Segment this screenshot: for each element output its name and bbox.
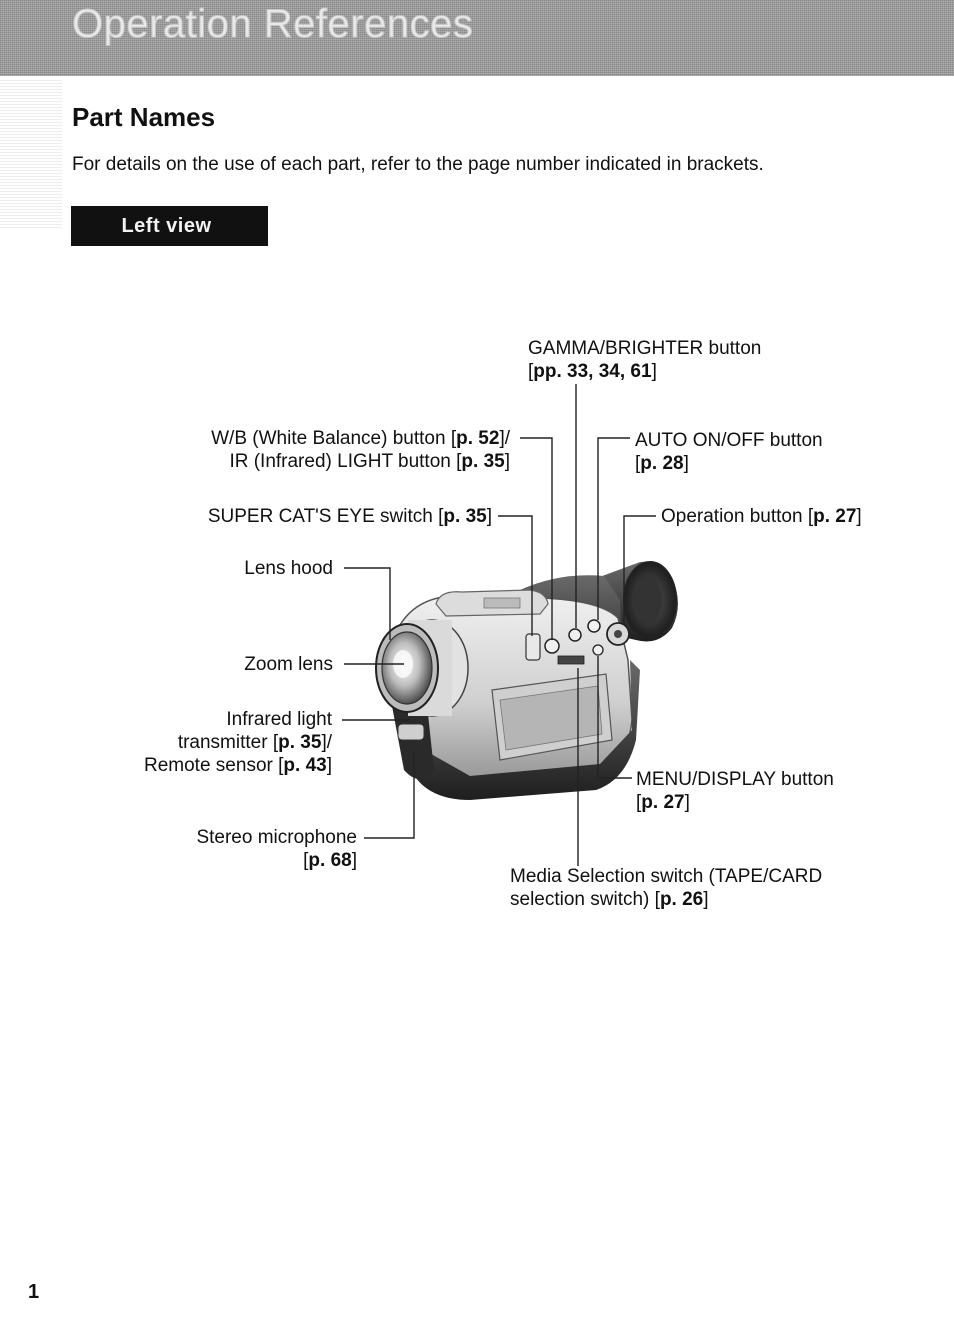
zoom-lens-label: Zoom lens [244,654,333,675]
side-decoration [0,78,62,228]
chapter-title: Operation References [71,2,474,47]
section-title: Part Names [72,102,216,132]
wb-ir-light-label: W/B (White Balance) button [p. 52]/ IR (… [211,428,510,472]
view-label: Left view [71,206,268,246]
camcorder-illustration [375,561,678,800]
infrared-transmitter-label: Infrared light transmitter [p. 35]/ Remo… [144,709,332,776]
intro-text: For details on the use of each part, ref… [72,154,764,175]
menu-display-label: MENU/DISPLAY button [p. 27] [636,769,834,813]
gamma-brighter-label: GAMMA/BRIGHTER button [pp. 33, 34, 61] [528,338,762,382]
page-number: 1 [28,1281,40,1303]
leader-lines [342,384,656,866]
media-selection-label: Media Selection switch (TAPE/CARD select… [510,866,823,910]
operation-button-label: Operation button [p. 27] [661,506,862,527]
auto-on-off-label: AUTO ON/OFF button [p. 28] [635,430,823,474]
stereo-microphone-label: Stereo microphone [p. 68] [196,827,357,871]
lens-hood-label: Lens hood [244,558,333,579]
super-cats-eye-label: SUPER CAT'S EYE switch [p. 35] [207,506,492,527]
chapter-banner: Operation References [0,0,954,76]
